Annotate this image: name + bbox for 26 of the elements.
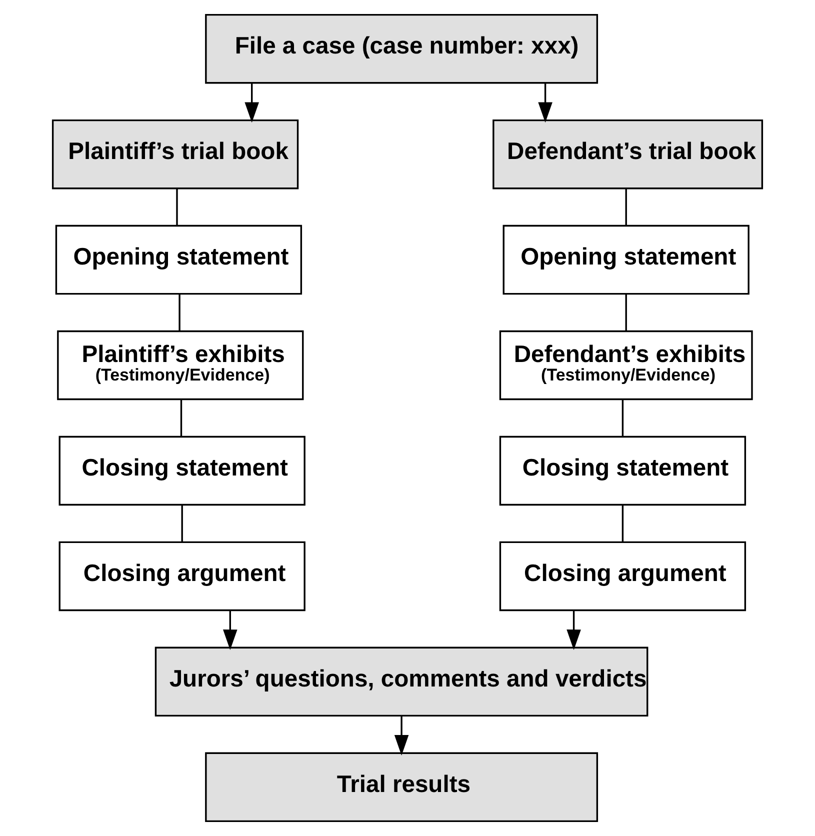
node-box: Defendant’s trial book — [492, 119, 764, 190]
arrow — [223, 610, 238, 650]
connector — [625, 188, 627, 226]
connector — [176, 188, 178, 226]
node-box: Closing argument — [499, 541, 746, 612]
node-box: Closing argument — [58, 541, 306, 612]
connector — [622, 400, 624, 436]
arrow — [538, 83, 552, 123]
node-box: Plaintiff’s exhibits (Testimony/Evidence) — [57, 330, 304, 400]
arrow — [244, 83, 259, 123]
connector — [181, 505, 183, 542]
arrow — [566, 610, 581, 650]
node-box: Trial results — [205, 752, 598, 822]
node-box: Opening statement — [55, 224, 302, 295]
node-box: Jurors’ questions, comments and verdicts — [154, 646, 648, 717]
node-box: Closing statement — [58, 436, 306, 506]
node-box: Plaintiff’s trial book — [52, 119, 299, 190]
arrow — [394, 716, 409, 756]
connector — [625, 294, 627, 332]
connector — [180, 400, 182, 436]
node-box: Opening statement — [502, 224, 750, 295]
node-box: File a case (case number: xxx) — [205, 14, 598, 84]
node-box: Defendant’s exhibits (Testimony/Evidence) — [499, 330, 753, 400]
connector — [622, 505, 624, 542]
connector — [178, 294, 180, 332]
node-box: Closing statement — [499, 436, 746, 506]
